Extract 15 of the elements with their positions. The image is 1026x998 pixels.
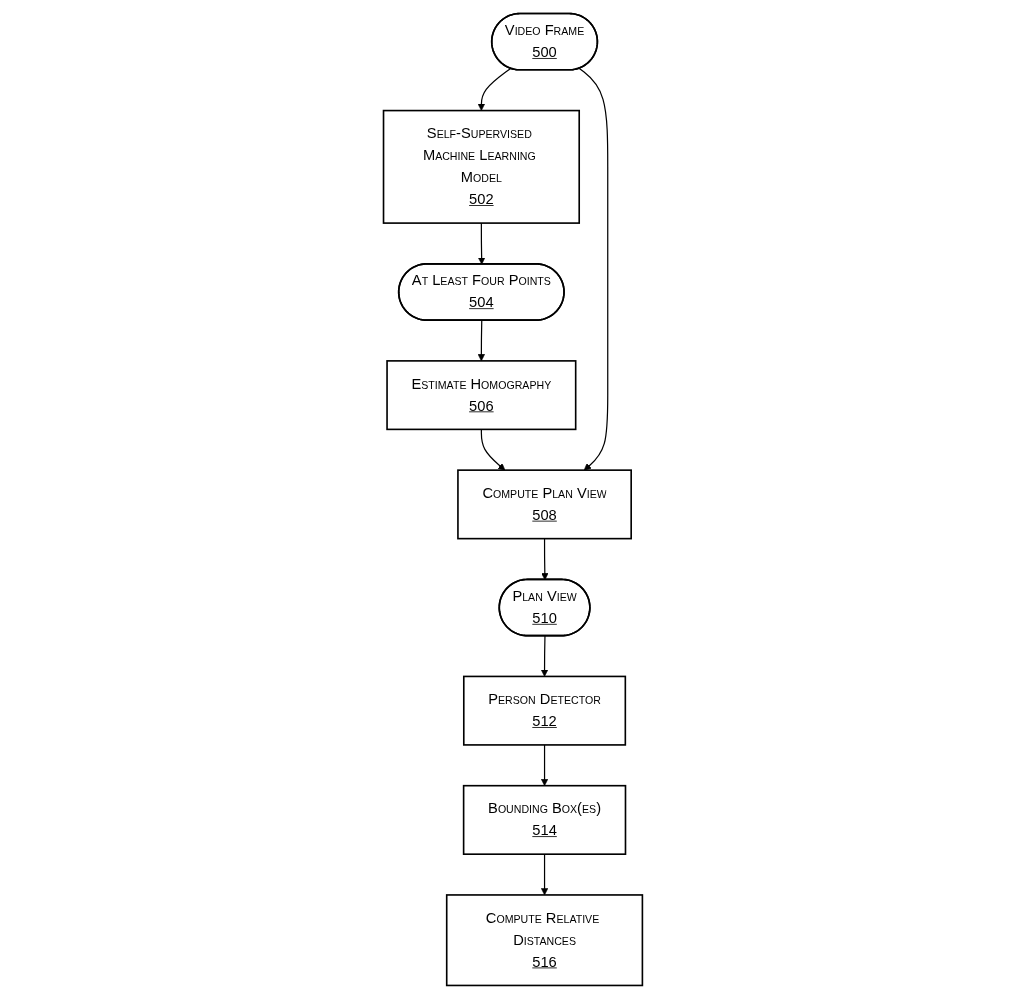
arrow	[541, 634, 549, 677]
arrow	[477, 319, 485, 361]
arrow	[578, 67, 609, 470]
node-box: Person Detector 512	[463, 675, 627, 746]
arrow	[477, 67, 512, 111]
node-box: Bounding Box(es) 514	[462, 784, 627, 855]
node-box: Compute Relative Distances 516	[445, 893, 644, 986]
arrow	[480, 428, 506, 470]
node-box: Compute Plan View 508	[457, 468, 633, 539]
node-box: Self-Supervised Machine Learning Model 502	[382, 109, 581, 224]
arrow	[541, 743, 549, 786]
arrow	[478, 222, 486, 265]
node-box: Estimate Homography 506	[386, 359, 577, 430]
arrow	[541, 853, 549, 895]
arrow	[541, 537, 549, 580]
